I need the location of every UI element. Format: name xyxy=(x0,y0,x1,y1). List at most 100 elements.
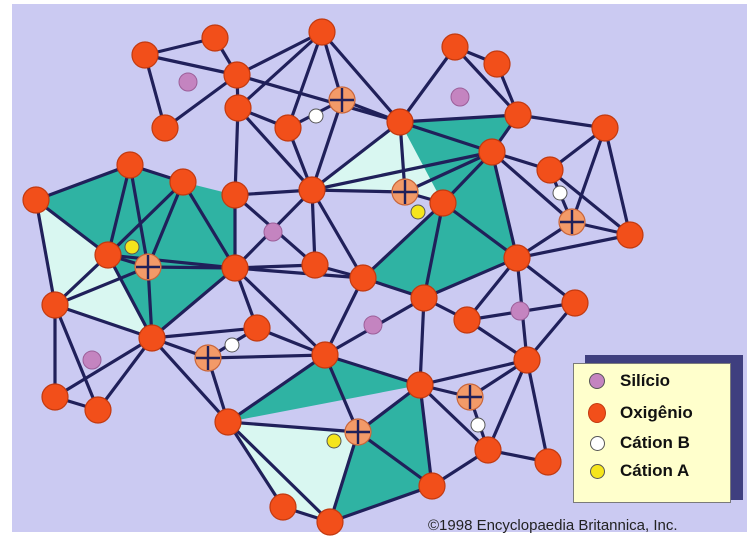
atoms-layer xyxy=(22,18,644,536)
bond-18 xyxy=(398,45,457,124)
bond-92 xyxy=(323,276,365,357)
oxygen-atom-5 xyxy=(224,94,252,122)
bonded-cation-3 xyxy=(558,208,586,236)
oxygen-atom-31 xyxy=(561,289,589,317)
bond-41 xyxy=(361,201,445,280)
bond-108 xyxy=(226,420,285,509)
oxygen-atom-32 xyxy=(138,324,166,352)
bond-121 xyxy=(226,420,332,524)
legend-item-cation-b: Cátion B xyxy=(588,430,690,456)
bond-96 xyxy=(323,353,422,387)
bond-118 xyxy=(525,358,550,464)
bonded-cation-4 xyxy=(134,253,162,281)
oxygen-atom-23 xyxy=(221,254,249,282)
oxygen-atom-41 xyxy=(418,472,446,500)
bond-122 xyxy=(356,430,434,488)
cation-b-dot-icon xyxy=(589,435,605,451)
bond-67 xyxy=(106,253,154,340)
octahedron-face-7 xyxy=(228,355,420,422)
bond-33 xyxy=(490,150,574,224)
oxygen-atom-17 xyxy=(169,168,197,196)
bond-43 xyxy=(490,150,519,260)
cation-a-atom-3 xyxy=(326,433,342,449)
bond-2 xyxy=(143,53,239,77)
bond-7 xyxy=(235,30,324,77)
silicon-atom-6 xyxy=(82,350,102,370)
bond-25 xyxy=(516,113,607,130)
bond-103 xyxy=(226,353,327,424)
bond-64 xyxy=(34,198,57,307)
bond-104 xyxy=(226,420,360,434)
bond-17 xyxy=(235,73,402,124)
bond-5 xyxy=(163,73,239,130)
octahedron-face-8 xyxy=(330,385,432,522)
bond-29 xyxy=(548,168,632,237)
oxygen-atom-30 xyxy=(453,306,481,334)
bond-22 xyxy=(453,45,520,117)
oxygen-atom-21 xyxy=(429,189,457,217)
silicon-atom-5 xyxy=(510,301,530,321)
oxygen-atom-19 xyxy=(298,176,326,204)
bond-113 xyxy=(418,383,490,452)
oxygen-atom-42 xyxy=(269,493,297,521)
bond-60 xyxy=(106,163,132,257)
oxygen-atom-43 xyxy=(316,508,344,536)
legend-label-oxygen: Oxigênio xyxy=(620,403,693,422)
oxygen-atom-22 xyxy=(94,241,122,269)
cation-a-dot-icon xyxy=(589,463,605,479)
oxygen-atom-15 xyxy=(616,221,644,249)
oxygen-atom-18 xyxy=(221,181,249,209)
bond-44 xyxy=(441,201,519,260)
cation-a-atom-1 xyxy=(410,204,426,220)
bond-69 xyxy=(150,266,237,340)
bond-71 xyxy=(128,163,150,269)
silicon-atom-1 xyxy=(178,72,198,92)
oxygen-atom-20 xyxy=(22,186,50,214)
bond-36 xyxy=(310,188,407,194)
bond-11 xyxy=(320,30,402,124)
silicon-atom-3 xyxy=(263,222,283,242)
bond-95 xyxy=(418,296,426,387)
bonded-cation-2 xyxy=(391,178,419,206)
silicon-atom-2 xyxy=(450,87,470,107)
bond-66 xyxy=(53,303,154,340)
legend-item-oxygen: Oxigênio xyxy=(588,400,693,426)
oxygen-atom-13 xyxy=(591,114,619,142)
oxygen-atom-35 xyxy=(406,371,434,399)
cation-b-atom-2 xyxy=(552,185,568,201)
cation-a-atom-2 xyxy=(124,239,140,255)
bond-61 xyxy=(106,180,185,257)
bond-105 xyxy=(323,353,360,434)
oxygen-atom-40 xyxy=(534,448,562,476)
bond-70 xyxy=(106,253,237,270)
oxygen-atom-29 xyxy=(243,314,271,342)
oxygen-atom-33 xyxy=(311,341,339,369)
bond-39 xyxy=(403,150,494,194)
oxygen-atom-4 xyxy=(151,114,179,142)
cation-b-atom-4 xyxy=(470,417,486,433)
bond-83 xyxy=(150,326,259,340)
oxygen-atom-26 xyxy=(410,284,438,312)
oxygen-atom-24 xyxy=(301,251,329,279)
bond-28 xyxy=(603,126,632,237)
legend-label-cation-a: Cátion A xyxy=(620,461,690,480)
bond-72 xyxy=(146,180,185,269)
copyright-text: ©1998 Encyclopaedia Britannica, Inc. xyxy=(428,517,678,534)
bond-73 xyxy=(146,265,237,270)
oxygen-atom-8 xyxy=(386,108,414,136)
bond-21 xyxy=(398,113,520,124)
legend-label-silicon: Silício xyxy=(620,371,671,390)
bonded-cation-7 xyxy=(456,383,484,411)
bond-91 xyxy=(233,266,365,280)
bonded-cation-6 xyxy=(344,418,372,446)
legend: Silício Oxigênio Cátion B Cátion A xyxy=(573,363,731,503)
bond-78 xyxy=(53,303,100,412)
bond-23 xyxy=(398,120,494,154)
oxygen-atom-36 xyxy=(41,383,69,411)
oxygen-atom-25 xyxy=(349,264,377,292)
oxygen-atom-3 xyxy=(223,61,251,89)
oxygen-atom-6 xyxy=(308,18,336,46)
oxygen-atom-28 xyxy=(41,291,69,319)
oxygen-atom-16 xyxy=(116,151,144,179)
bond-48 xyxy=(515,233,632,260)
